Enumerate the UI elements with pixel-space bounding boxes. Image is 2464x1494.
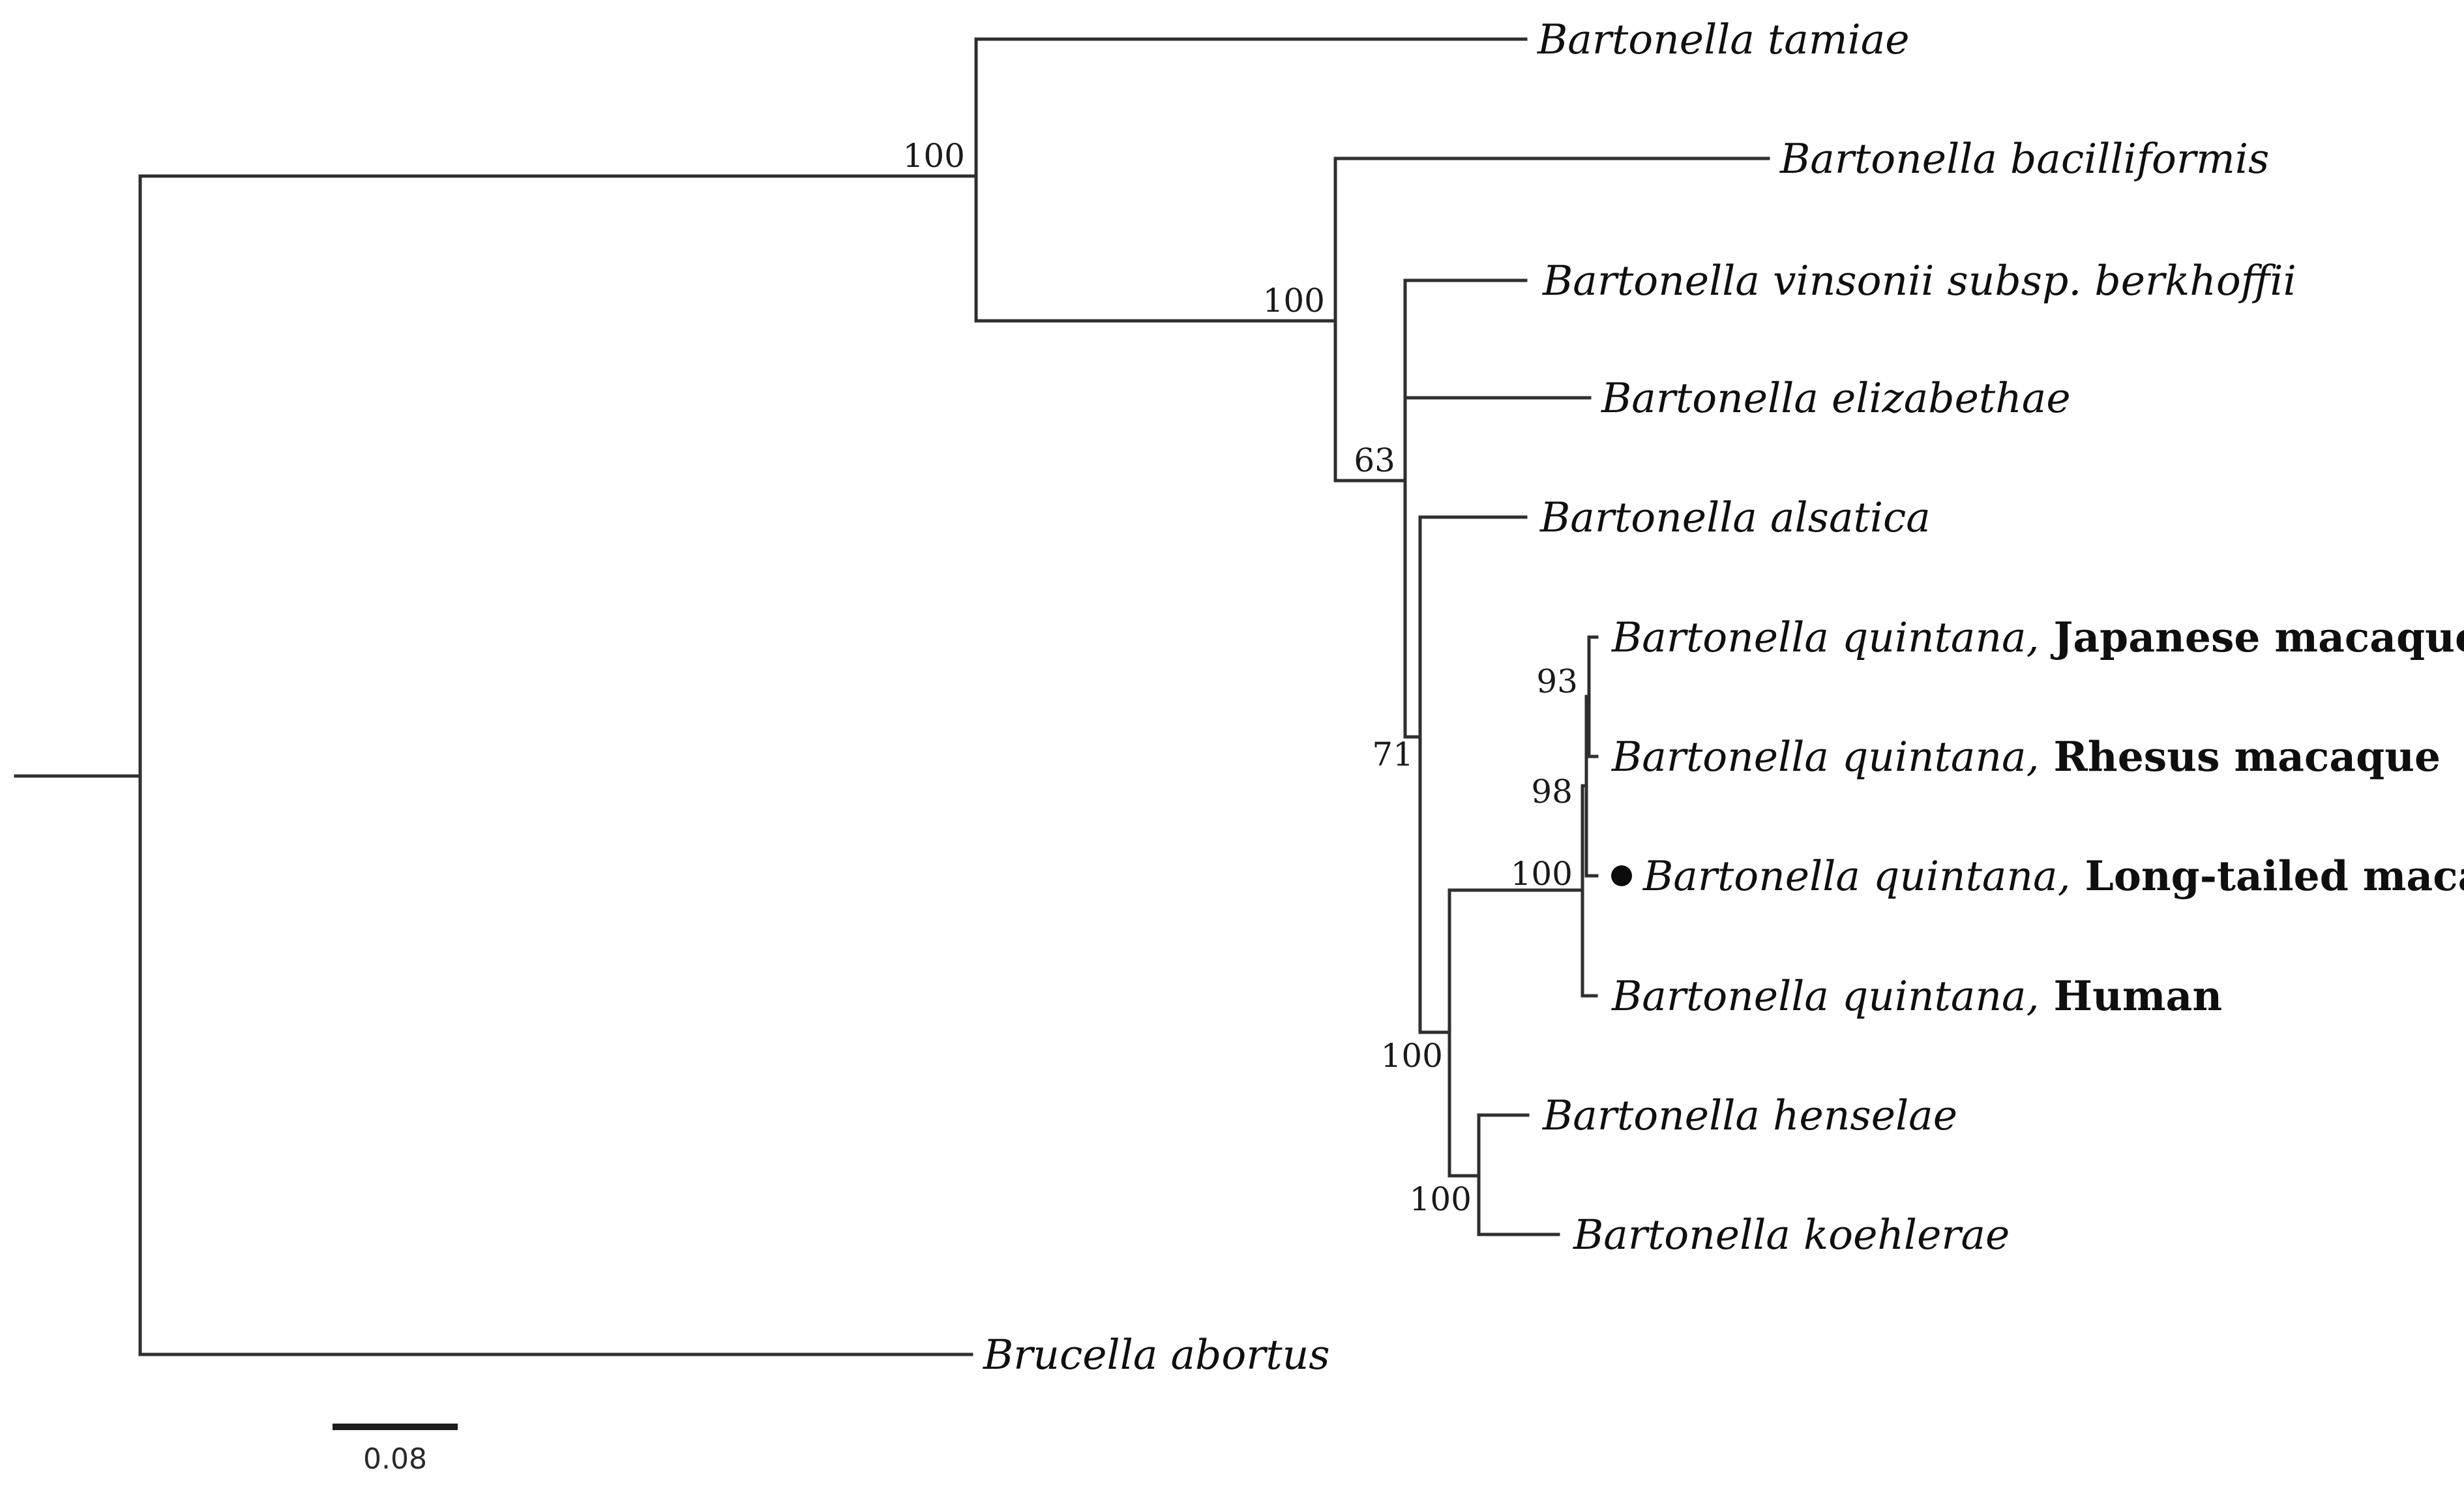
species-name: Bartonella bacilliformis [1779, 135, 2269, 183]
taxon-label-quintana-human: Bartonella quintana, Human [1611, 972, 2222, 1020]
bootstrap-label: 98 [1531, 773, 1573, 811]
taxon-label-bartonella-tamiae: Bartonella tamiae [1537, 16, 1910, 63]
species-name: Bartonella elizabethae [1601, 374, 2071, 422]
species-name: Brucella abortus [983, 1331, 1330, 1379]
taxon-label-quintana-japanese-macaque: Bartonella quintana, Japanese macaque [1611, 613, 2464, 661]
bootstrap-label: 93 [1536, 663, 1578, 700]
taxon-label-bartonella-vinsonii: Bartonella vinsonii subsp. berkhoffii [1542, 257, 2296, 305]
bootstrap-label: 100 [1263, 282, 1325, 320]
tip-bullet-icon [1611, 865, 1632, 886]
host-name: Japanese macaque [2040, 613, 2464, 661]
bootstrap-label: 100 [1511, 855, 1573, 893]
bootstrap-label: 100 [1410, 1180, 1472, 1218]
taxon-label-bartonella-henselae: Bartonella henselae [1542, 1092, 1957, 1139]
species-name: Bartonella quintana, [1642, 852, 2071, 900]
host-name: Long-tailed macaque [2071, 852, 2464, 900]
scale-bar-label: 0.08 [363, 1442, 427, 1476]
taxon-label-quintana-rhesus-macaque: Bartonella quintana, Rhesus macaque [1611, 732, 2441, 781]
bootstrap-label: 71 [1372, 736, 1414, 773]
taxon-label-bartonella-alsatica: Bartonella alsatica [1539, 494, 1931, 541]
taxon-label-bartonella-koehlerae: Bartonella koehlerae [1573, 1211, 2010, 1259]
species-name: Bartonella quintana, [1611, 972, 2040, 1020]
scale-bar-group: 0.08 [333, 1424, 458, 1476]
species-name: Bartonella tamiae [1537, 16, 1910, 63]
species-name: Bartonella henselae [1542, 1092, 1957, 1139]
species-name: Bartonella koehlerae [1573, 1211, 2010, 1259]
bootstrap-label: 100 [903, 137, 965, 175]
bootstrap-values-group: 100 100 63 71 93 98 100 100 100 [903, 137, 1578, 1218]
species-name: Bartonella alsatica [1539, 494, 1931, 541]
branches-group [14, 37, 1770, 1356]
species-name: Bartonella quintana, [1611, 733, 2040, 781]
taxon-label-quintana-long-tailed-macaque: Bartonella quintana, Long-tailed macaque [1642, 852, 2464, 900]
species-name: Bartonella quintana, [1611, 614, 2040, 661]
taxon-label-bartonella-bacilliformis: Bartonella bacilliformis [1779, 135, 2269, 183]
taxon-label-bartonella-elizabethae: Bartonella elizabethae [1601, 374, 2071, 422]
bootstrap-label: 100 [1381, 1037, 1443, 1075]
taxon-label-brucella-abortus: Brucella abortus [983, 1331, 1330, 1379]
host-name: Rhesus macaque [2040, 732, 2441, 781]
species-name: Bartonella vinsonii subsp. berkhoffii [1542, 257, 2296, 305]
host-name: Human [2040, 972, 2223, 1020]
bootstrap-label: 63 [1354, 441, 1395, 479]
